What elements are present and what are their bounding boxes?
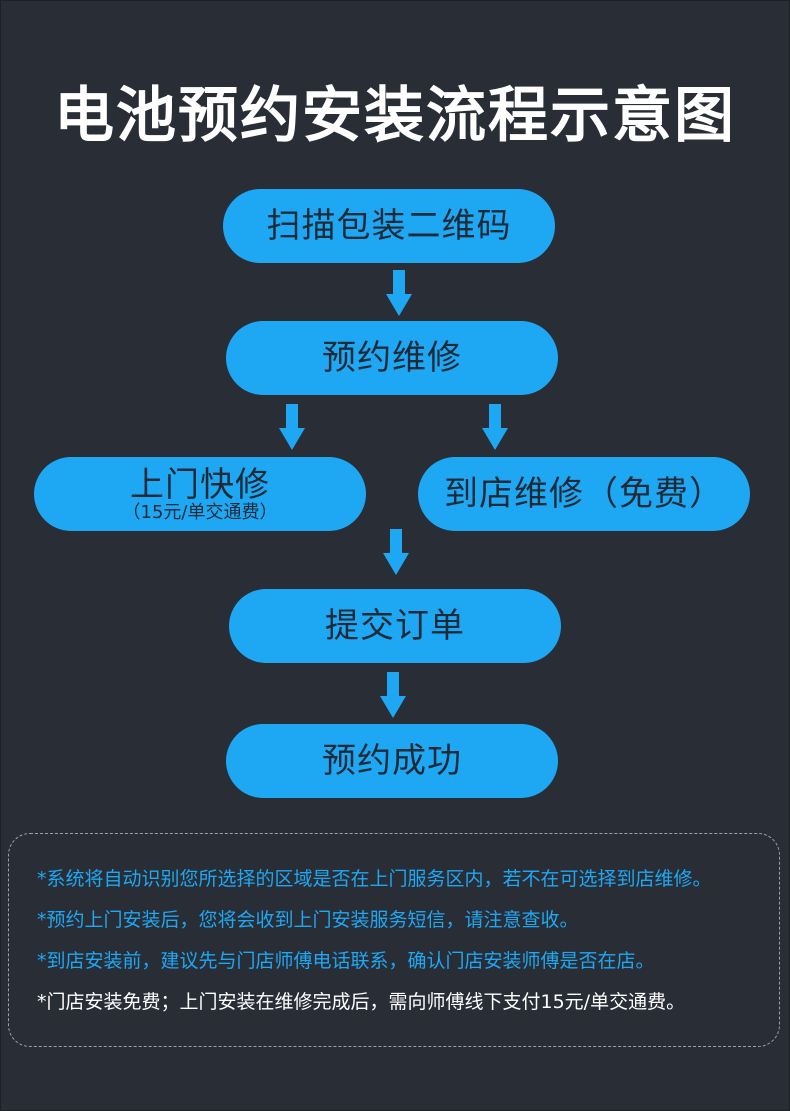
step-submit-order: 提交订单 [229,589,561,663]
step-home-service-label: 上门快修 [130,465,270,505]
step-scan-qr: 扫描包装二维码 [223,189,555,263]
step-home-service-fee: （15元/单交通费） [122,502,278,523]
step-submit-order-label: 提交订单 [325,606,465,646]
arrow-down-icon [386,270,412,316]
step-book-repair: 预约维修 [226,321,558,395]
arrow-down-icon [482,404,508,450]
step-store-service-label: 到店维修（免费） [444,474,724,514]
step-booking-success: 预约成功 [226,724,558,798]
page-title: 电池预约安装流程示意图 [54,81,736,151]
note-sms-notice: *预约上门安装后，您将会收到上门安装服务短信，请注意查收。 [37,909,579,931]
step-scan-qr-label: 扫描包装二维码 [266,206,512,246]
arrow-down-icon [380,672,406,718]
step-store-service: 到店维修（免费） [418,457,750,531]
arrow-down-icon [279,404,305,450]
note-store-contact: *到店安装前，建议先与门店师傅电话联系，确认门店安装师傅是否在店。 [37,950,655,972]
note-fee-info: *门店安装免费；上门安装在维修完成后，需向师傅线下支付15元/单交通费。 [37,991,686,1013]
step-booking-success-label: 预约成功 [322,741,462,781]
notes-box: *系统将自动识别您所选择的区域是否在上门服务区内，若不在可选择到店维修。 *预约… [8,833,780,1047]
note-service-area: *系统将自动识别您所选择的区域是否在上门服务区内，若不在可选择到店维修。 [37,868,712,890]
arrow-down-icon [383,529,409,575]
step-book-repair-label: 预约维修 [322,338,462,378]
step-home-service: 上门快修 （15元/单交通费） [34,457,366,531]
